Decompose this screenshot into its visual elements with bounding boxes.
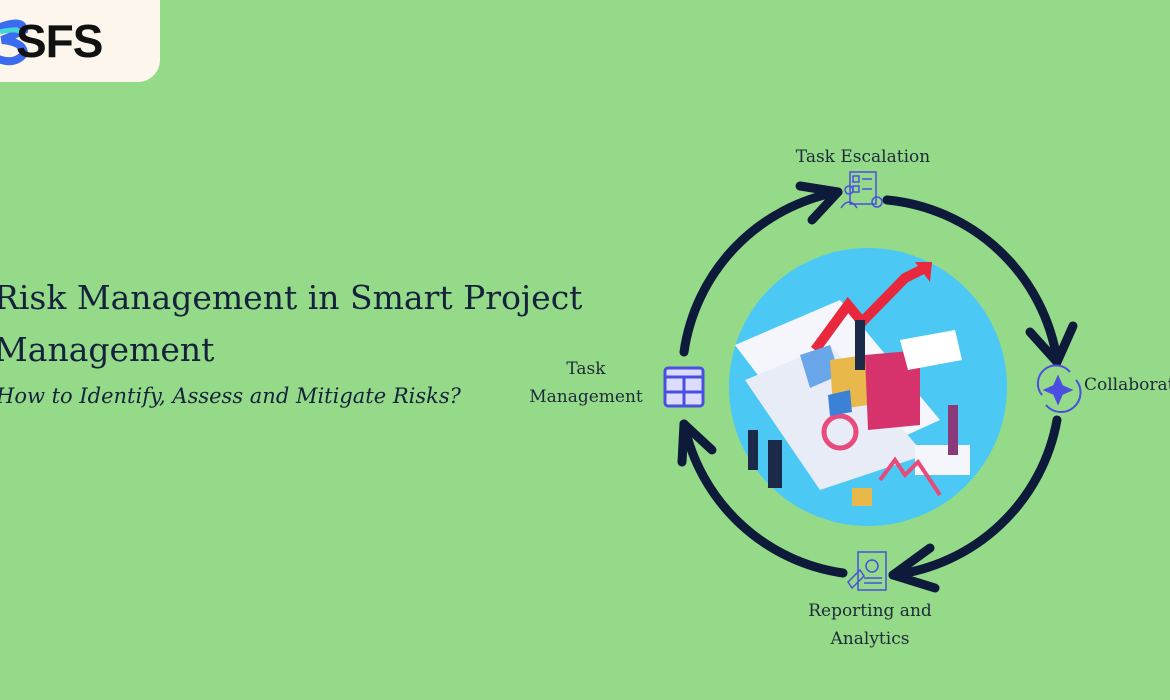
arrowhead-top-left bbox=[795, 181, 843, 225]
arrow-arc-top-right bbox=[882, 195, 1062, 365]
page-title: Risk Management in Smart Project Managem… bbox=[0, 278, 583, 369]
arrowhead-top-right bbox=[1025, 321, 1078, 367]
sfs-logo-icon bbox=[0, 19, 28, 66]
checklist-person-icon bbox=[840, 171, 883, 209]
logo-text: SFS bbox=[16, 15, 103, 67]
arrow-arc-bottom-left bbox=[679, 419, 848, 578]
report-chart-icon bbox=[847, 551, 887, 591]
illustration bbox=[729, 248, 1007, 526]
node-label-reporting-analytics: Reporting and Analytics bbox=[808, 601, 932, 649]
node-label-task-management: Task Management bbox=[529, 359, 643, 407]
arrow-arc-bottom-right bbox=[888, 415, 1062, 580]
arrow-arc-top-left bbox=[679, 187, 843, 357]
arrowhead-bottom-left bbox=[677, 419, 717, 467]
table-grid-icon bbox=[663, 366, 705, 408]
node-label-collaboration: Collaborat bbox=[1084, 375, 1170, 395]
sync-sparkle-icon bbox=[1036, 364, 1082, 414]
logo-badge: SFS bbox=[0, 0, 160, 82]
node-label-task-escalation: Task Escalation bbox=[795, 147, 931, 167]
arrowhead-bottom-right bbox=[888, 543, 940, 593]
page-subtitle: How to Identify, Assess and Mitigate Ris… bbox=[0, 384, 461, 408]
